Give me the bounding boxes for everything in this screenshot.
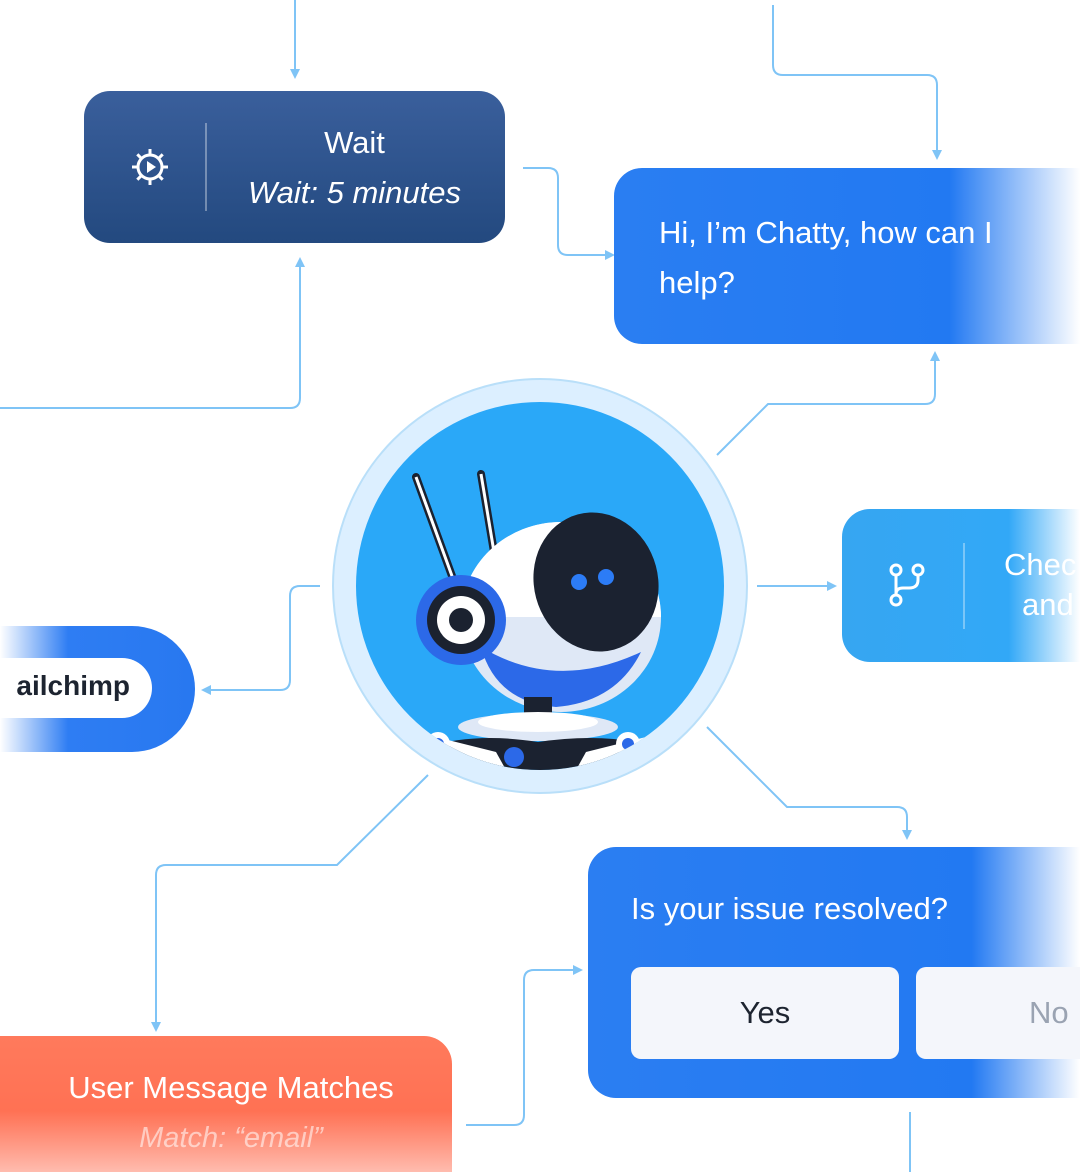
question-text: Is your issue resolved? xyxy=(631,891,949,926)
connector-wait-to-chat xyxy=(523,167,615,260)
chat-message-node[interactable]: Hi, I’m Chatty, how can I help? xyxy=(614,168,1080,344)
connector-robot-to-match xyxy=(151,774,429,1032)
connector-robot-to-question xyxy=(706,726,912,840)
connector-robot-to-mailchimp xyxy=(201,585,320,695)
wait-title: Wait xyxy=(324,125,385,160)
node-divider xyxy=(205,123,207,211)
connector-match-to-question xyxy=(466,965,583,1126)
match-subtitle: Match: “email” xyxy=(139,1122,323,1154)
connector-top-to-chat xyxy=(772,5,942,160)
gear-play-icon xyxy=(132,149,168,185)
wait-node[interactable]: Wait Wait: 5 minutes xyxy=(84,91,505,243)
user-message-matches-node[interactable]: User Message Matches Match: “email” xyxy=(0,1036,452,1172)
robot-mascot-icon xyxy=(412,470,661,770)
chat-message-text: Hi, I’m Chatty, how can I help? xyxy=(659,215,993,300)
no-button[interactable]: No xyxy=(916,967,1080,1059)
mailchimp-pill: ailchimp xyxy=(0,658,152,718)
yes-button[interactable]: Yes xyxy=(631,967,899,1059)
connector-left-to-wait xyxy=(0,257,305,409)
condition-title: Chec xyxy=(1004,547,1077,582)
wait-subtitle: Wait: 5 minutes xyxy=(247,175,462,210)
condition-node[interactable]: Chec and xyxy=(842,509,1080,662)
robot-avatar xyxy=(332,378,748,794)
mailchimp-node[interactable]: ailchimp xyxy=(0,626,195,752)
match-title: User Message Matches xyxy=(68,1070,394,1105)
connector-robot-to-chat xyxy=(716,351,940,456)
node-divider xyxy=(963,543,965,629)
question-node[interactable]: Is your issue resolved? Yes No xyxy=(588,847,1080,1098)
mailchimp-label: ailchimp xyxy=(16,670,130,701)
branch-icon xyxy=(889,563,925,607)
condition-subtitle: and xyxy=(1022,587,1074,622)
robot-disc xyxy=(356,402,724,770)
